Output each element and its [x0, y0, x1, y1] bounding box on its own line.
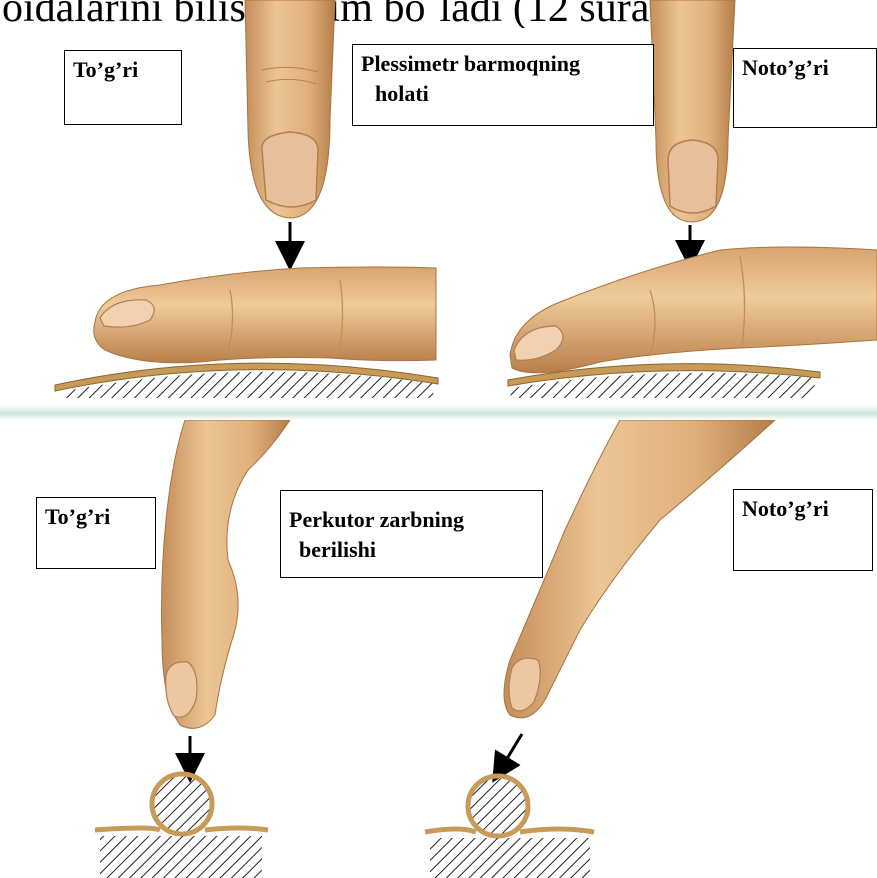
bottom-left-striking-finger [162, 420, 291, 728]
top-label-wrong-text: Noto’g’ri [742, 55, 829, 80]
top-left-pleximeter-finger [94, 267, 436, 363]
top-label-title: Plessimetr barmoqning holati [352, 44, 654, 126]
bottom-right-target [425, 776, 594, 878]
bottom-label-title-line1: Perkutor zarbning [289, 505, 534, 535]
top-label-title-line1: Plessimetr barmoqning [361, 49, 645, 79]
bottom-right-arrow [500, 734, 522, 770]
top-label-title-line2: holati [361, 79, 645, 109]
bottom-label-wrong: Noto’g’ri [733, 489, 873, 571]
top-label-correct: To’g’ri [64, 50, 182, 125]
top-label-correct-text: To’g’ri [73, 57, 138, 82]
bottom-label-correct: To’g’ri [36, 497, 156, 569]
top-label-wrong: Noto’g’ri [733, 48, 877, 128]
top-left-striking-finger [245, 0, 335, 218]
bottom-label-wrong-text: Noto’g’ri [742, 496, 829, 521]
bottom-label-correct-text: To’g’ri [45, 504, 110, 529]
top-left-surface [55, 363, 438, 398]
top-right-pleximeter-finger [510, 247, 877, 373]
section-divider [0, 404, 877, 420]
bottom-label-title-line2: berilishi [289, 535, 534, 565]
top-right-striking-finger [650, 0, 735, 222]
bottom-label-title: Perkutor zarbning berilishi [280, 490, 543, 578]
bottom-left-target [95, 774, 268, 878]
